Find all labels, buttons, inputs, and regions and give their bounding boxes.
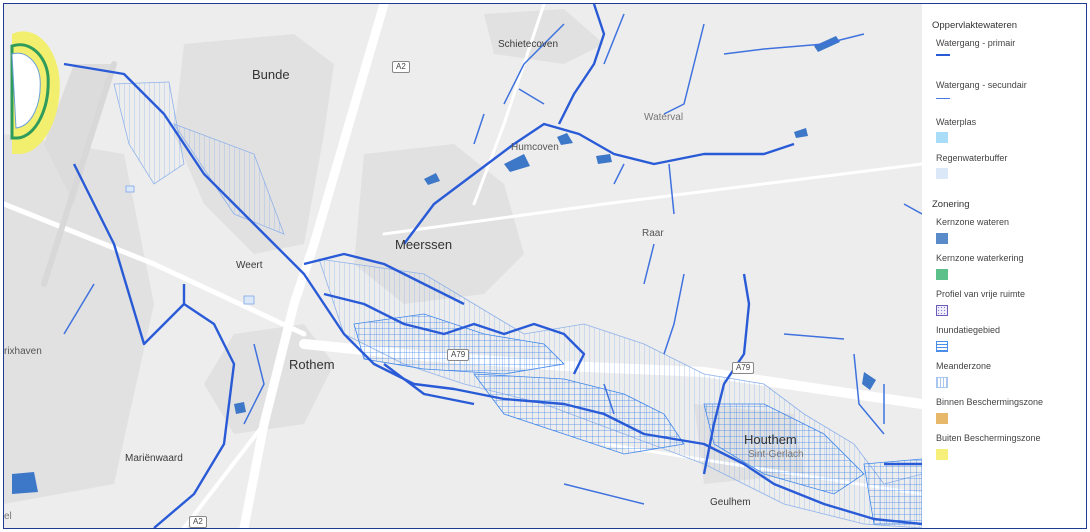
- watergang-secundair: [63, 13, 922, 505]
- map-canvas[interactable]: Bunde Schietecoven Waterval Humcoven Mee…: [4, 4, 922, 528]
- place-label: rixhaven: [4, 346, 42, 357]
- place-label: Houthem: [744, 432, 797, 447]
- legend-item-label: Watergang - primair: [936, 38, 1016, 48]
- place-label: Bunde: [252, 67, 290, 82]
- place-label: Humcoven: [511, 142, 559, 153]
- road-shield: A2: [392, 61, 410, 73]
- legend-item-label: Inundatiegebied: [936, 325, 1001, 335]
- place-label: Rothem: [289, 357, 335, 372]
- place-label: Geulhem: [710, 497, 751, 508]
- legend-item-label: Buiten Beschermingszone: [936, 433, 1041, 443]
- place-label: Sint-Gerlach: [748, 449, 804, 460]
- map-legend: Oppervlaktewateren Watergang - primair W…: [922, 4, 1086, 528]
- app-frame: Bunde Schietecoven Waterval Humcoven Mee…: [3, 3, 1087, 529]
- place-label: Meerssen: [395, 237, 453, 252]
- road-shield: A79: [732, 362, 755, 374]
- place-label: Raar: [642, 228, 664, 239]
- fill-swatch-icon: [936, 132, 948, 143]
- place-label: Mariënwaard: [125, 453, 183, 464]
- place-label: Waterval: [644, 112, 684, 123]
- line-swatch-icon: [936, 98, 950, 99]
- road-shield: A2: [189, 516, 207, 528]
- fill-swatch-icon: [936, 168, 948, 179]
- road-shield: A79: [447, 349, 470, 361]
- fill-swatch-icon: [936, 413, 948, 424]
- fill-swatch-icon: [936, 269, 948, 280]
- map-layer: [4, 4, 922, 528]
- fill-swatch-icon: [936, 233, 948, 244]
- kernzone-wateren: [12, 36, 876, 494]
- grid-swatch-icon: [936, 341, 948, 352]
- legend-group-title: Zonering: [932, 199, 970, 210]
- place-label: Schietecoven: [498, 39, 559, 50]
- legend-item-label: Profiel van vrije ruimte: [936, 289, 1026, 299]
- hatch-swatch-icon: [936, 377, 948, 388]
- legend-item-label: Meanderzone: [936, 361, 992, 371]
- fill-swatch-icon: [936, 449, 948, 460]
- legend-item-label: Waterplas: [936, 117, 977, 127]
- line-swatch-icon: [936, 54, 950, 56]
- legend-item-label: Kernzone wateren: [936, 217, 1010, 227]
- regenwaterbuffer: [125, 185, 255, 305]
- place-label: el: [4, 511, 12, 522]
- legend-item-label: Kernzone waterkering: [936, 253, 1024, 263]
- legend-item-label: Watergang - secundair: [936, 80, 1027, 90]
- legend-group-title: Oppervlaktewateren: [932, 20, 1018, 31]
- beschermingszone: [10, 31, 60, 154]
- legend-item-label: Regenwaterbuffer: [936, 153, 1008, 163]
- place-label: Weert: [236, 260, 263, 271]
- legend-item-label: Binnen Beschermingszone: [936, 397, 1044, 407]
- dotted-swatch-icon: [936, 305, 948, 316]
- inundatiegebied: [353, 313, 922, 525]
